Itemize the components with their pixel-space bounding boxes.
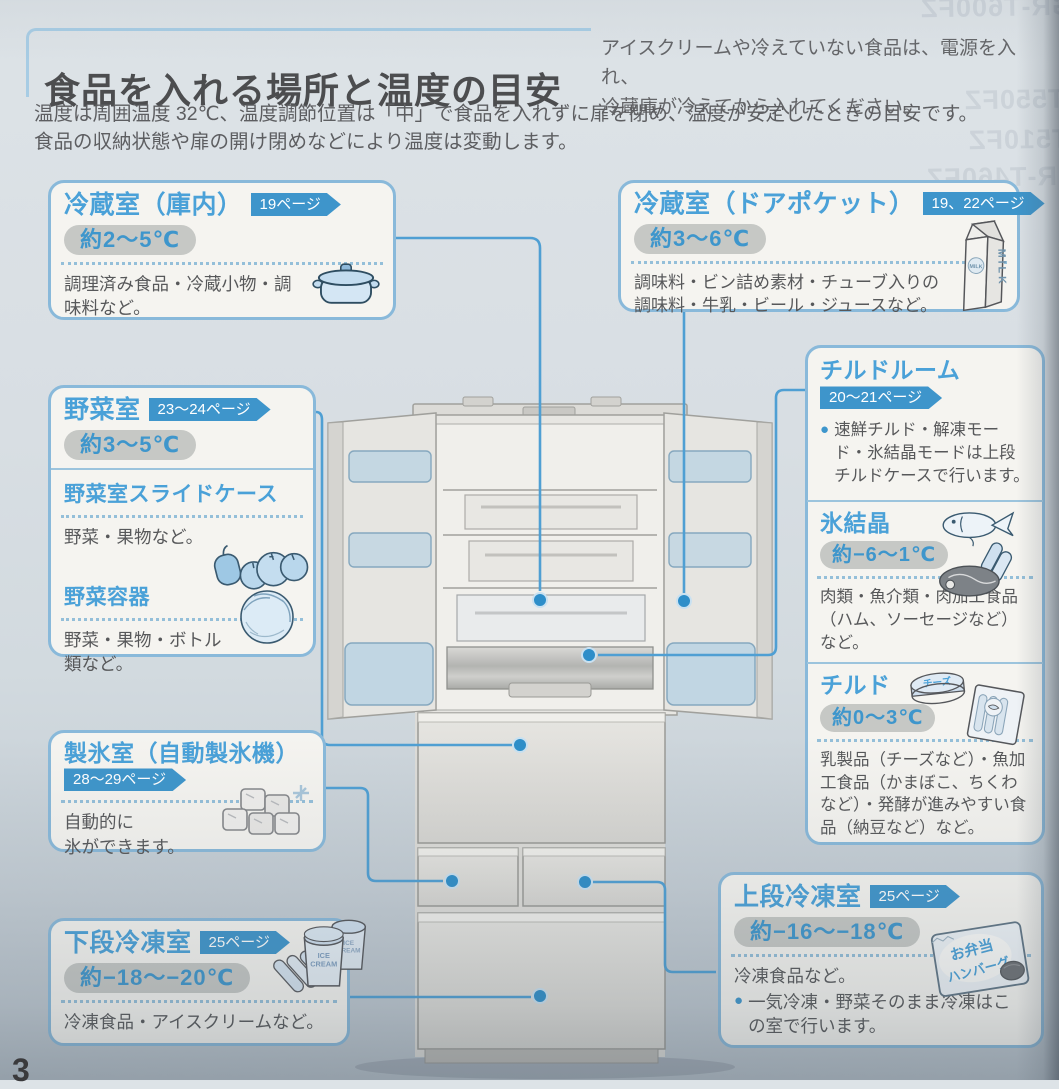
dotted-divider: [817, 738, 1033, 742]
box-title: 冷蔵室（庫内）: [64, 191, 243, 219]
dotted-divider: [731, 953, 1031, 957]
page-title: 食品を入れる場所と温度の目安: [44, 70, 563, 112]
chilled-case-body: 乳製品（チーズなど）・魚加工食品（かまぼこ、ちくわなど）・発酵が進みやすい食品（…: [820, 750, 1027, 838]
page-ref-tag: 19、22ページ: [923, 192, 1045, 215]
title-corner-frame: [26, 28, 591, 97]
callout-box-chilled-room: チルドルーム 20～21ページ ● 速鮮チルド・解凍モード・氷結晶モードは上段チ…: [805, 345, 1045, 845]
top-note-line2: 冷蔵庫が冷えてから入れてください。: [601, 96, 922, 118]
fridge-top: [412, 396, 688, 418]
box-title: チルドルーム: [820, 357, 961, 383]
dotted-divider: [61, 999, 337, 1003]
milk-carton-icon: MILK MILK: [957, 211, 1013, 313]
cheese-fishcake-icon: チーズ: [904, 662, 1036, 748]
fridge-left-door: [327, 412, 437, 720]
page-number: 3: [12, 1052, 30, 1088]
box-body: 調味料・ビン詰め素材・チューブ入りの調味料・牛乳・ビール・ジュースなど。: [634, 272, 939, 316]
section-divider: [51, 467, 313, 470]
dotted-divider: [61, 617, 303, 621]
fish-meat-icon: [924, 506, 1034, 602]
ice-cream-cup-front: ICE CREAM: [303, 926, 344, 987]
bullet-icon: ●: [820, 421, 830, 439]
box-title: 冷蔵室（ドアポケット）: [634, 190, 915, 218]
dotted-divider: [61, 514, 303, 518]
bullet-icon: ●: [734, 991, 744, 1009]
temp-badge: 約3～6℃: [634, 223, 767, 254]
dotted-divider: [631, 260, 1007, 264]
ice-cream-cups-icon: ICE CREAM ICE CREAM: [273, 893, 369, 1003]
temp-badge: 約−6～1℃: [820, 541, 949, 570]
chilled-room-note: 速鮮チルド・解凍モード・氷結晶モードは上段チルドケースで行います。: [834, 421, 1030, 485]
box-body: 冷凍食品など。: [734, 965, 856, 986]
slide-case-title: 野菜室スライドケース: [64, 482, 278, 506]
svg-text:MILK: MILK: [995, 249, 1008, 287]
svg-text:チーズ: チーズ: [922, 676, 952, 691]
page-ref-tag: 20～21ページ: [820, 386, 942, 409]
vegetables-icon: [207, 532, 311, 596]
temp-badge: 約−16～−18℃: [734, 916, 921, 947]
intro-text: 温度は周囲温度 32℃、温度調節位置は「中」で食品を入れずに扉を閉め、温度が安定…: [34, 100, 1024, 157]
box-title: 野菜室: [64, 396, 141, 424]
callout-box-lower-freezer: 下段冷凍室 25ページ 約−18～−20℃ 冷凍食品・アイスクリームなど。 ICE…: [48, 918, 367, 1046]
page-ref-tag: 25ページ: [200, 931, 290, 954]
chilled-case-title: チルド: [820, 672, 891, 699]
page-ref-tag: 25ページ: [870, 885, 960, 908]
vegetable-drawer: [417, 712, 666, 844]
ice-cubes-icon: [211, 781, 315, 843]
svg-text:MILK: MILK: [969, 264, 982, 270]
upper-freezer-drawer: [522, 847, 666, 907]
page-ref-tag: 23～24ページ: [149, 398, 271, 421]
section-divider: [807, 499, 1043, 502]
page-ref-tag: 28～29ページ: [64, 768, 186, 791]
temp-badge: 約0～3℃: [820, 703, 936, 732]
box-title: 下段冷凍室: [64, 929, 192, 957]
section-divider: [807, 662, 1043, 665]
temp-badge: 約−18～−20℃: [64, 962, 251, 993]
dotted-divider: [817, 576, 1033, 580]
box-body: 調理済み食品・冷蔵小物・調味料など。: [64, 273, 292, 318]
intro-line1: 温度は周囲温度 32℃、温度調節位置は「中」で食品を入れずに扉を閉め、温度が安定…: [34, 103, 979, 125]
svg-text:ICE: ICE: [318, 951, 330, 960]
ice-crystal-title: 氷結晶: [820, 509, 891, 536]
container-body: 野菜・果物・ボトル類など。: [64, 629, 222, 675]
ice-room-drawer: [417, 847, 519, 907]
svg-text:CREAM: CREAM: [310, 959, 337, 968]
box-body: 自動的に 氷ができます。: [64, 812, 185, 857]
callout-box-fridge-interior: 冷蔵室（庫内） 19ページ 約2～5℃ 調理済み食品・冷蔵小物・調味料など。: [48, 180, 396, 320]
temp-badge: 約2～5℃: [64, 224, 197, 255]
callout-box-vegetable-room: 野菜室 23～24ページ 約3～5℃ 野菜室スライドケース 野菜・果物など。 野菜…: [48, 385, 316, 674]
temp-badge: 約3～5℃: [64, 429, 197, 460]
container-title: 野菜容器: [64, 585, 150, 609]
intro-line2: 食品の収納状態や扉の開け閉めなどにより温度は変動します。: [34, 131, 578, 154]
slide-case-body: 野菜・果物など。: [64, 526, 204, 547]
page-ref-tag: 19ページ: [251, 193, 341, 216]
box-title: 上段冷凍室: [734, 883, 862, 911]
top-note-line1: アイスクリームや冷えていない食品は、電源を入れ、: [601, 38, 1016, 89]
dotted-divider: [61, 800, 313, 804]
box-title: 製氷室（自動製氷機）: [64, 740, 299, 766]
box-body: 冷凍食品・アイスクリームなど。: [64, 1011, 324, 1032]
fridge-drawers: [415, 712, 666, 1064]
bento-package-icon: お弁当 ハンバーグ: [929, 917, 1033, 1001]
dotted-divider: [61, 261, 383, 265]
fridge-right-door: [663, 412, 773, 720]
top-note: アイスクリームや冷えていない食品は、電源を入れ、 冷蔵庫が冷えてから入れてくださ…: [601, 34, 1051, 122]
bleedthrough-text: GR-T600FZ: [919, 0, 1059, 24]
callout-box-door-pocket: 冷蔵室（ドアポケット）19、22ページ 約3～6℃ 調味料・ビン詰め素材・チュー…: [618, 180, 1020, 315]
lower-freezer-drawer: [417, 912, 666, 1050]
pot-icon: [311, 259, 381, 307]
svg-text:CREAM: CREAM: [337, 948, 361, 955]
callout-box-ice-maker: 製氷室（自動製氷機） 28～29ページ 自動的に 氷ができます。: [48, 730, 326, 857]
fridge-interior: [422, 414, 678, 716]
cabbage-icon: [229, 584, 305, 648]
svg-text:ICE: ICE: [343, 940, 354, 947]
